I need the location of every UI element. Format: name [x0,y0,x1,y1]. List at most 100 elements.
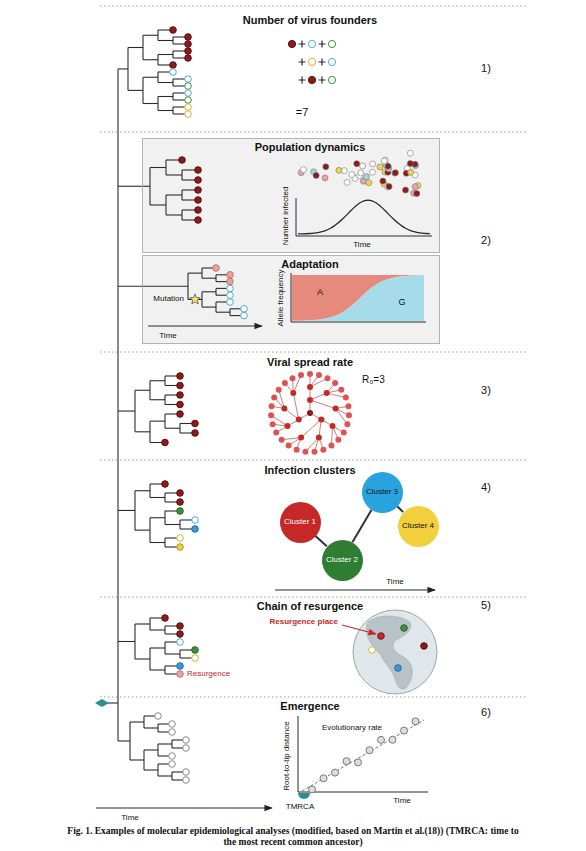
phylogenetic-tree [177,544,184,551]
phylogenetic-tree [179,157,186,164]
phylogenetic-tree [118,641,135,642]
mutation-label: Mutation [153,295,184,304]
mutation-star [190,294,200,304]
phylogenetic-tree [158,54,173,55]
infected-population-dots [370,161,376,167]
cluster-circle: Cluster 2 [322,540,363,581]
phylogenetic-tree [185,34,192,41]
phylogenetic-tree [144,769,158,770]
place-label: Resurgence place [270,617,338,626]
phylogenetic-tree [118,27,191,118]
panel-title: Emergence [280,700,339,713]
founder-symbols [319,41,326,48]
callout-number: 2) [481,234,491,247]
phylogenetic-tree [150,517,165,518]
phylogenetic-tree [130,759,144,760]
transmission-network [286,443,292,449]
phylogenetic-tree [127,48,128,91]
globe-map [395,665,402,672]
panel-title: Population dynamics [255,141,366,154]
transmission-network [307,371,313,377]
phylogenetic-tree [185,111,192,118]
infected-population-dots [414,191,420,197]
phylogenetic-tree [187,273,188,299]
transmission-network [335,437,341,443]
transmission-network [325,375,331,381]
cluster-label: Cluster 4 [402,521,434,530]
phylogenetic-tree [177,373,184,380]
transmission-network [268,412,274,418]
phylogenetic-tree [216,312,230,313]
transmission-network [316,434,322,440]
infected-population-dots [323,164,329,170]
separator-line [100,697,528,698]
phylogenetic-tree [150,380,165,381]
founder-count: =7 [296,106,309,119]
phylogenetic-tree [185,48,192,55]
founder-symbols [319,59,326,66]
phylogenetic-tree [150,669,165,670]
founder-symbols [288,40,295,47]
phylogenetic-tree [150,204,166,205]
sample-points [412,718,419,725]
founder-symbols [319,77,326,84]
infected-population-dots [377,164,383,170]
phylogenetic-tree [185,55,192,62]
transmission-network [269,403,275,409]
phylogenetic-tree [170,69,177,76]
r0-label: R₀=3 [362,374,385,386]
axis-label: Time [386,577,403,586]
phylogenetic-tree [158,82,173,83]
transmission-network [316,372,322,378]
transmission-network [302,449,308,455]
transmission-network [318,417,324,423]
phylogenetic-tree [183,769,190,776]
infected-population-dots [298,150,421,196]
transmission-network [307,384,313,390]
phylogenetic-tree [118,68,128,69]
phylogenetic-tree [192,647,199,654]
phylogenetic-tree [177,631,184,638]
tmrca-label: TMRCA [286,802,314,811]
phylogenetic-tree [195,177,202,184]
phylogenetic-tree [177,392,184,399]
phylogenetic-tree [202,278,216,279]
figure-caption: Fig. 1. Examples of molecular epidemiolo… [0,826,586,848]
sample-points [389,736,396,743]
transmission-network [276,387,282,393]
plot-axes [291,273,426,322]
phylogenetic-tree [177,411,184,418]
phylogenetic-tree [166,174,182,175]
phylogenetic-tree [129,722,130,760]
panel-title: Adaptation [281,258,338,271]
phylogenetic-tree [162,615,169,622]
phylogenetic-tree [144,749,158,750]
infected-population-dots [336,167,342,173]
phylogenetic-tree [134,390,135,432]
phylogenetic-tree [227,299,234,306]
phylogenetic-tree [118,481,198,551]
leader-arrow [342,625,376,634]
sample-points [332,769,339,776]
callout-number: 6) [481,706,491,719]
phylogenetic-tree [202,291,216,292]
phylogenetic-tree [158,743,172,744]
phylogenetic-tree [165,428,180,429]
cluster-link [352,510,371,543]
plot-label: Evolutionary rate [322,723,382,732]
founder-symbols [299,77,306,84]
phylogenetic-tree [166,214,182,215]
transmission-network [330,423,336,429]
axis-label: Time [393,796,410,805]
phylogenetic-tree [241,306,248,313]
phylogenetic-tree [195,187,202,194]
transmission-network [338,387,344,393]
separator-line [100,352,528,353]
phylogenetic-tree [177,639,184,646]
founder-symbols [308,58,315,65]
phylogenetic-tree [192,526,199,533]
globe-map [401,625,408,632]
infected-population-dots [412,184,418,190]
